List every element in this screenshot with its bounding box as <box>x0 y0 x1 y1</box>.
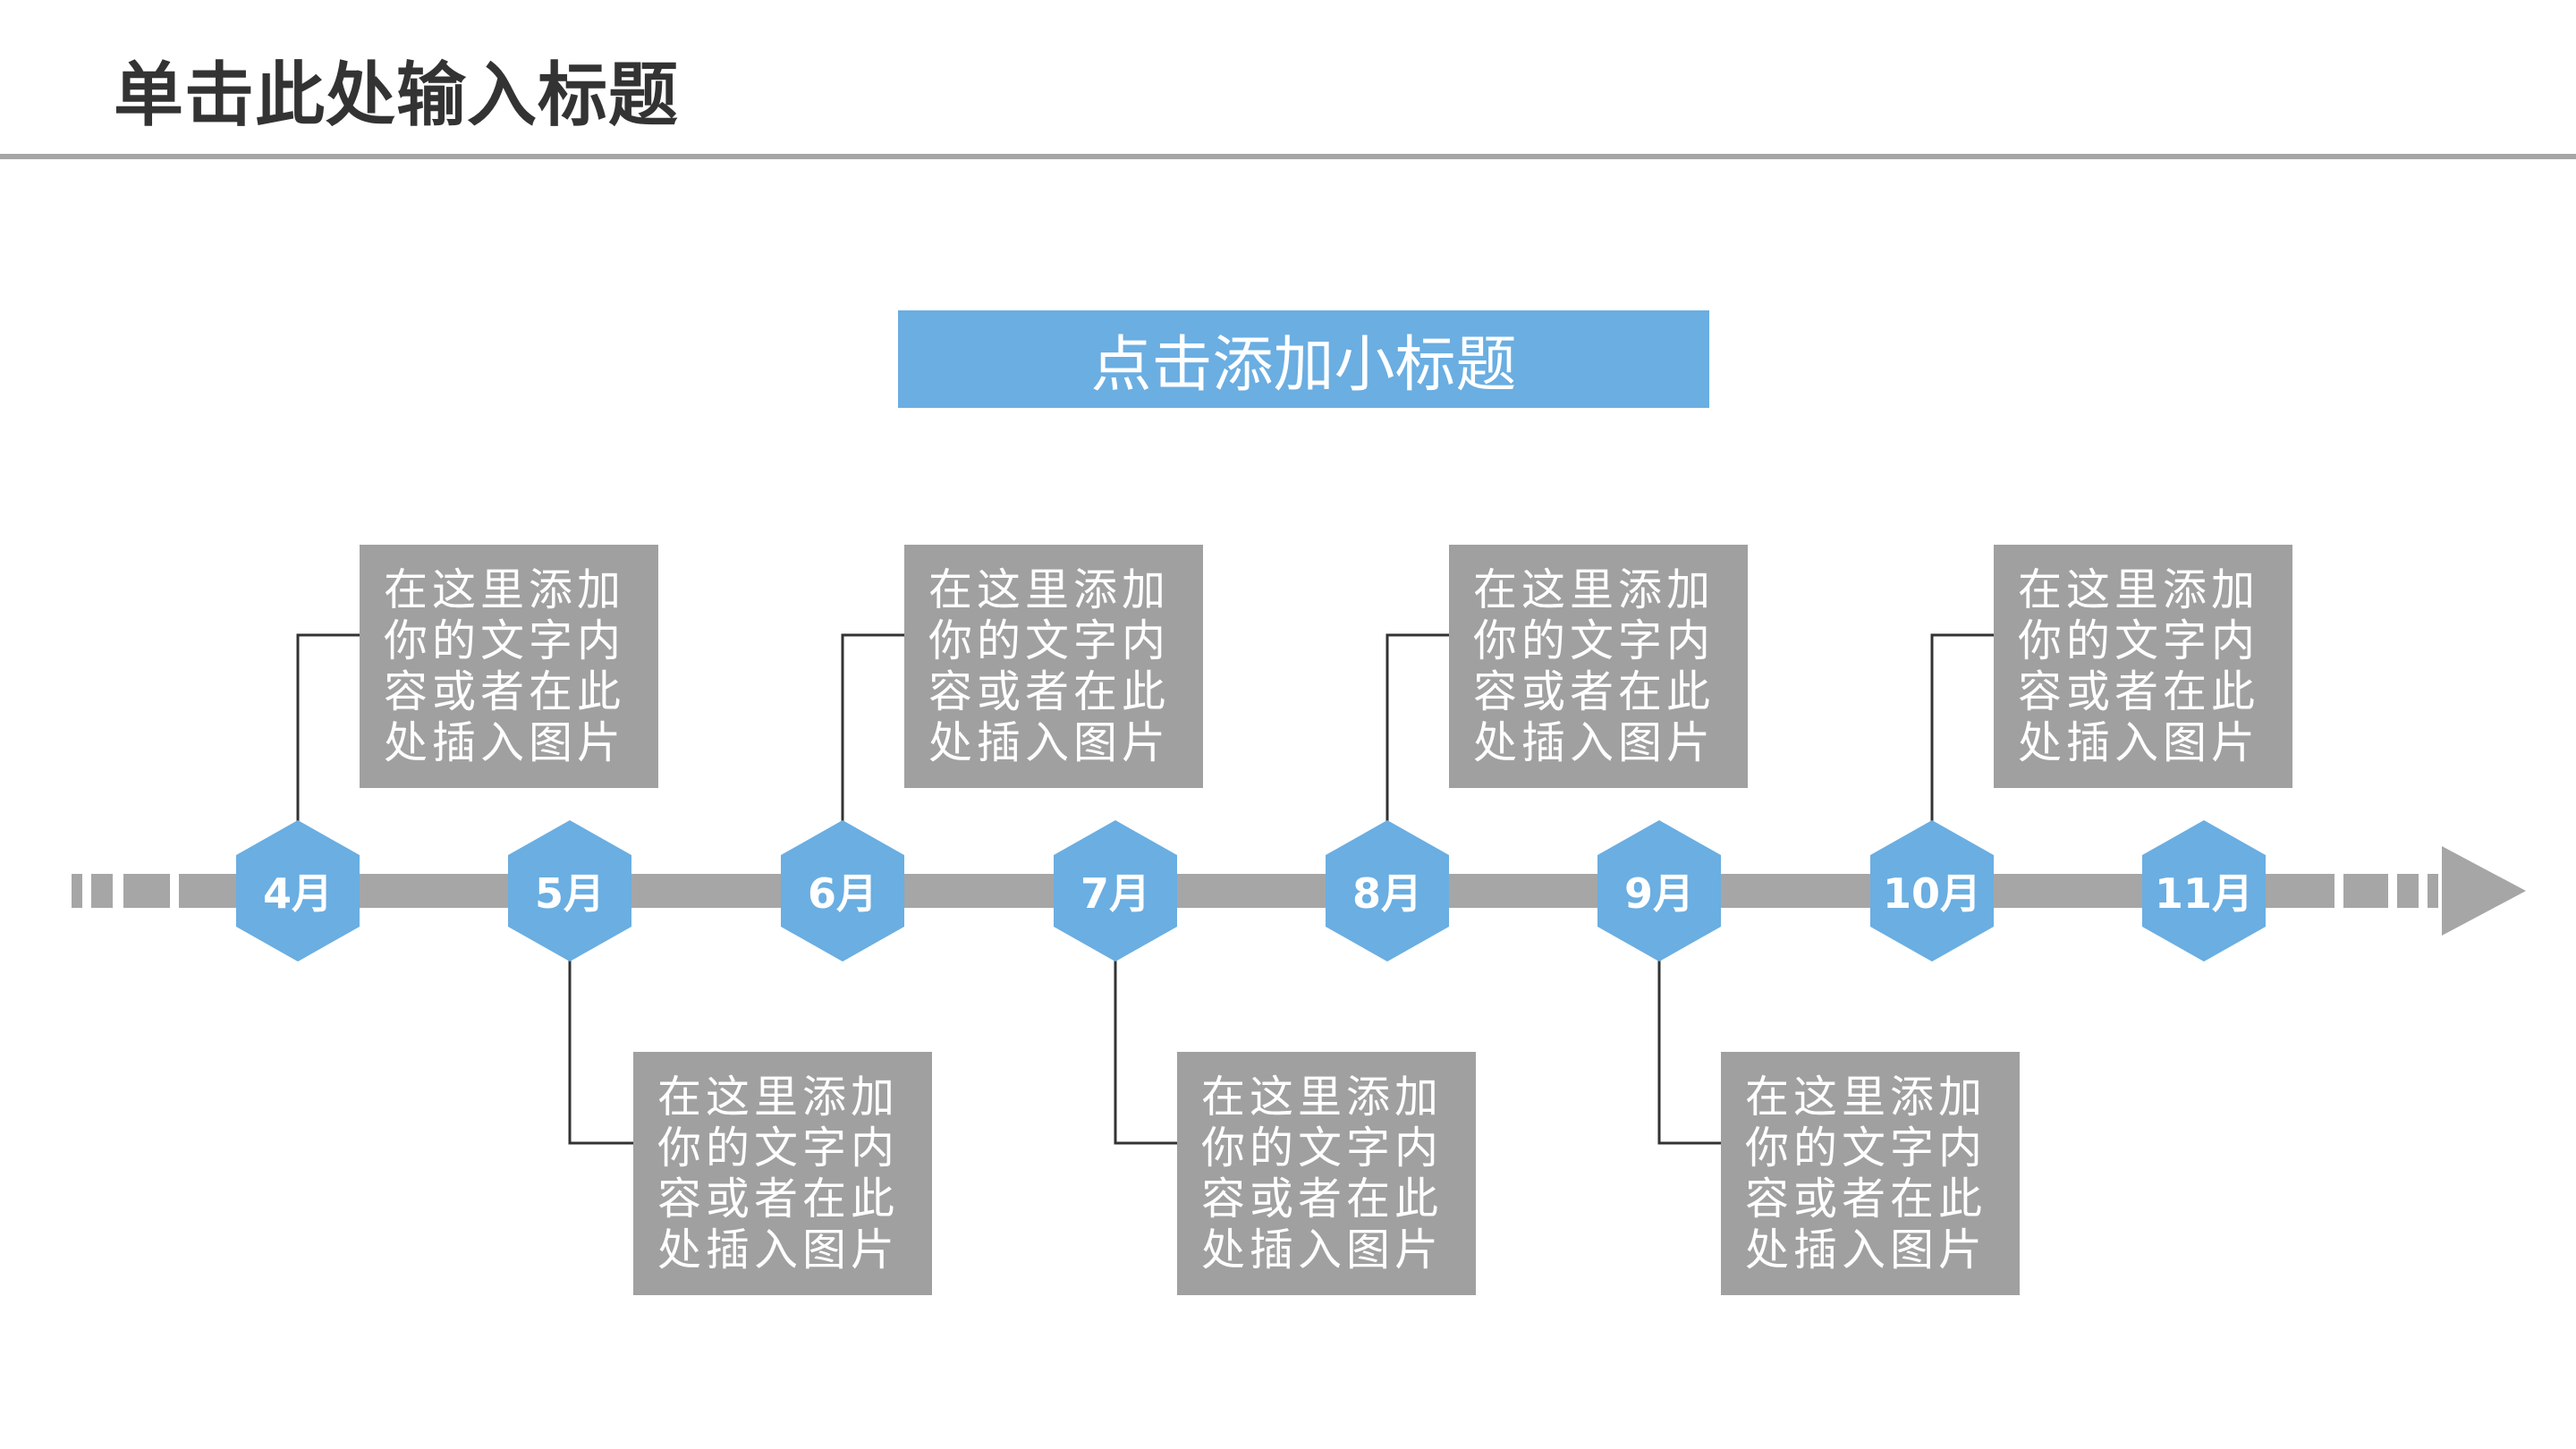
hexagon-shape <box>781 820 904 962</box>
card-text: 在这里添加你的文字内容或者在此处插入图片 <box>1201 1072 1444 1275</box>
milestone-node[interactable]: 11月 <box>2142 820 2266 962</box>
milestone-node[interactable]: 6月 <box>781 820 904 962</box>
timeline-dashes-right <box>2343 874 2438 908</box>
milestone-label: 8月 <box>1352 869 1422 918</box>
hexagon-shape <box>1597 820 1721 962</box>
text-card[interactable]: 在这里添加你的文字内容或者在此处插入图片 <box>1177 1052 1476 1295</box>
card-text: 在这里添加你的文字内容或者在此处插入图片 <box>2018 564 2260 768</box>
card-text: 在这里添加你的文字内容或者在此处插入图片 <box>657 1072 900 1275</box>
milestone-label: 11月 <box>2154 869 2253 918</box>
hexagon-shape <box>1326 820 1449 962</box>
text-card[interactable]: 在这里添加你的文字内容或者在此处插入图片 <box>633 1052 932 1295</box>
text-card[interactable]: 在这里添加你的文字内容或者在此处插入图片 <box>904 545 1203 788</box>
card-text: 在这里添加你的文字内容或者在此处插入图片 <box>928 564 1171 768</box>
milestone-node[interactable]: 9月 <box>1597 820 1721 962</box>
card-text: 在这里添加你的文字内容或者在此处插入图片 <box>1745 1072 1987 1275</box>
card-text: 在这里添加你的文字内容或者在此处插入图片 <box>384 564 626 768</box>
hexagon-shape <box>1054 820 1177 962</box>
hexagon-shape <box>508 820 631 962</box>
milestone-label: 9月 <box>1623 869 1694 918</box>
text-card[interactable]: 在这里添加你的文字内容或者在此处插入图片 <box>1449 545 1748 788</box>
card-text: 在这里添加你的文字内容或者在此处插入图片 <box>1473 564 1716 768</box>
milestone-label: 4月 <box>262 869 333 918</box>
milestone-label: 10月 <box>1882 869 1981 918</box>
hexagon-shape <box>1870 820 1994 962</box>
milestone-label: 5月 <box>534 869 605 918</box>
hexagon-shape <box>236 820 360 962</box>
hexagon-shape <box>2142 820 2266 962</box>
connector-line <box>1657 961 1721 1145</box>
timeline-dashes-left <box>72 874 170 908</box>
milestone-node[interactable]: 4月 <box>236 820 360 962</box>
timeline-bar <box>179 874 2334 908</box>
milestone-label: 6月 <box>807 869 877 918</box>
connector-line <box>568 961 633 1145</box>
milestone-label: 7月 <box>1080 869 1150 918</box>
text-card[interactable]: 在这里添加你的文字内容或者在此处插入图片 <box>1721 1052 2020 1295</box>
text-card[interactable]: 在这里添加你的文字内容或者在此处插入图片 <box>360 545 658 788</box>
text-card[interactable]: 在这里添加你的文字内容或者在此处插入图片 <box>1994 545 2292 788</box>
milestone-node[interactable]: 7月 <box>1054 820 1177 962</box>
page-title[interactable]: 单击此处输入标题 <box>114 55 680 136</box>
connector-line <box>1385 633 1449 821</box>
title-divider <box>0 154 2576 159</box>
subtitle-label: 点击添加小标题 <box>1090 330 1517 401</box>
connector-line <box>1930 633 1994 821</box>
milestone-node[interactable]: 5月 <box>508 820 631 962</box>
milestone-node[interactable]: 8月 <box>1326 820 1449 962</box>
connector-line <box>296 633 360 821</box>
subtitle-box[interactable]: 点击添加小标题 <box>898 310 1709 408</box>
connector-line <box>1114 961 1177 1145</box>
milestone-node[interactable]: 10月 <box>1870 820 1994 962</box>
timeline-arrow-head <box>2442 846 2526 936</box>
connector-line <box>841 633 904 821</box>
